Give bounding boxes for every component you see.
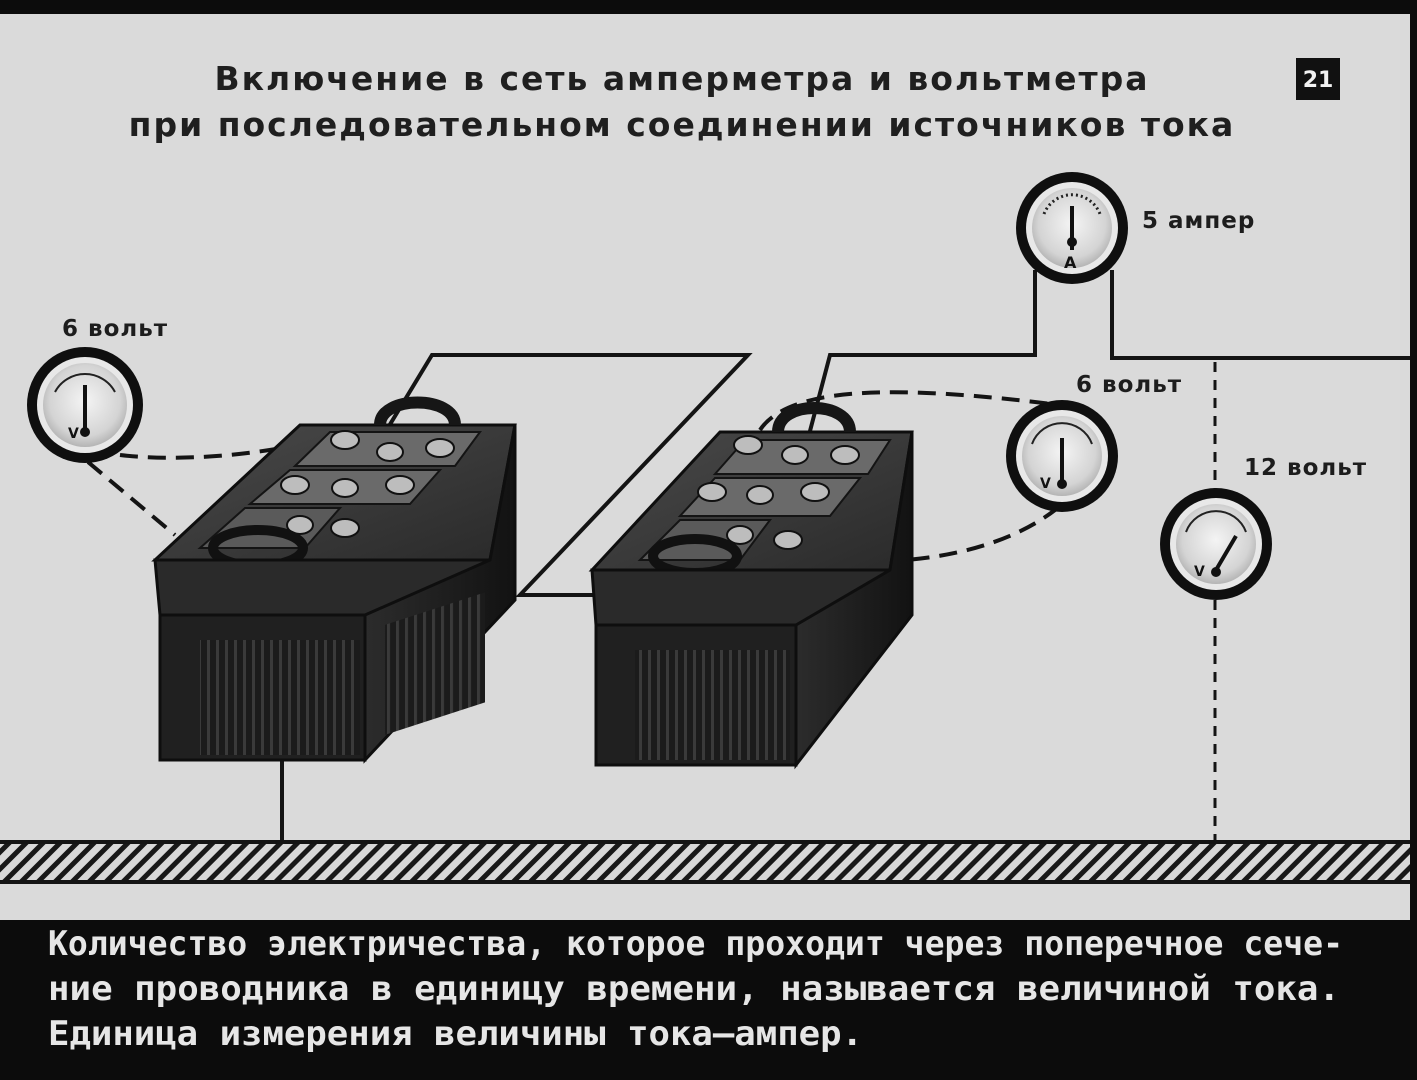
caption: Количество электричества, которое проход… bbox=[48, 924, 1343, 1054]
voltmeter-right-label: 12 вольт bbox=[1244, 455, 1367, 481]
voltmeter-left-label: 6 вольт bbox=[62, 316, 168, 342]
slide-number-badge bbox=[1296, 58, 1340, 100]
caption-line-1: Количество электричества, которое проход… bbox=[48, 924, 1343, 964]
voltmeter-middle-label: 6 вольт bbox=[1076, 372, 1182, 398]
ammeter-letter: A bbox=[1064, 253, 1077, 272]
caption-line-3: Единица измерения величины тока—ампер. bbox=[48, 1014, 863, 1054]
slide-title-line-2: при последовательном соединении источник… bbox=[129, 105, 1236, 144]
battery-right bbox=[588, 402, 914, 770]
voltmeter-middle-letter: V bbox=[1040, 476, 1051, 492]
caption-line-2: ние проводника в единицу времени, называ… bbox=[48, 969, 1340, 1009]
ammeter-label: 5 ампер bbox=[1142, 208, 1255, 234]
slide-number: 21 bbox=[1303, 68, 1334, 93]
voltmeter-left: V bbox=[27, 347, 143, 463]
slide-title-line-1: Включение в сеть амперметра и вольтметра bbox=[214, 59, 1149, 98]
voltmeter-right: V bbox=[1160, 488, 1272, 600]
battery-left bbox=[151, 396, 517, 764]
ammeter: A bbox=[1016, 172, 1128, 284]
voltmeter-middle: V bbox=[1006, 400, 1118, 512]
voltmeter-right-letter: V bbox=[1194, 564, 1205, 580]
ground-strip bbox=[0, 842, 1410, 882]
voltmeter-left-letter: V bbox=[68, 426, 79, 442]
